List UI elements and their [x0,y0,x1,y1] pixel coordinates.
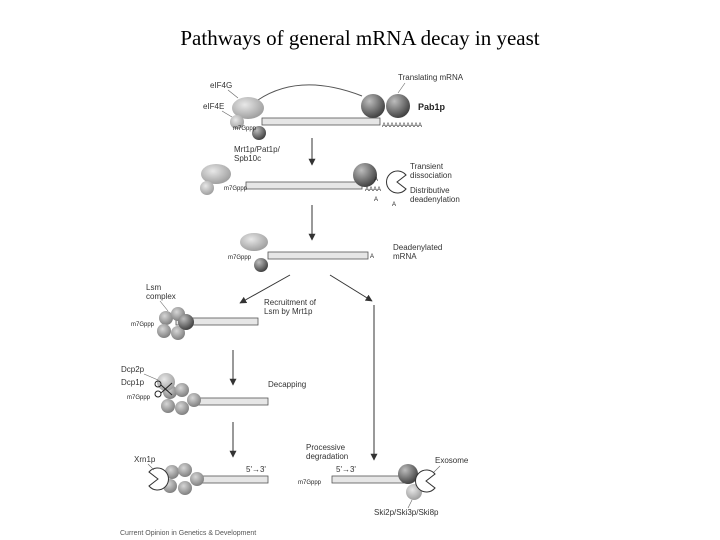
eif4g-protein [232,97,264,119]
transient-label-line1: Transient [410,162,444,171]
lsm-ring-6a [165,465,179,479]
mrna-strand-5 [195,397,269,406]
pab1p-protein-a [361,94,385,118]
lsm-ring-5c [161,399,175,413]
polya-tail-label: AAAAAAAAAA [382,123,422,129]
transient-label-line2: dissociation [410,171,452,180]
mrna-strand-1 [261,117,381,126]
deadenylated-label-line2: mRNA [393,252,417,261]
distributive-label-line1: Distributive [410,186,450,195]
exosome-cofactor-top [398,464,418,484]
arrow-branch-right [329,274,373,302]
exosome-pacman [415,469,436,493]
single-a-mark: A [370,254,374,260]
pab1p-label: Pab1p [418,102,446,112]
deadenylated-label-line1: Deadenylated [393,243,442,252]
cap-label-4: m7Gppp [131,322,155,328]
lsm-label-line1: Lsm [146,283,161,292]
recruitment-label-line2: Lsm by Mrt1p [264,307,313,316]
xrn1p-label: Xrn1p [134,455,156,464]
processive-label-line1: Processive [306,443,346,452]
lsm-ring-4 [171,326,185,340]
dcp2p-label: Dcp2p [121,365,145,374]
cap-label-1: m7Gppp [233,126,257,132]
mrna-strand-2 [245,181,363,190]
released-a-mark-1: A [374,177,378,183]
source-caption: Current Opinion in Genetics & Developmen… [120,530,256,537]
cap-label-3: m7Gppp [228,255,252,261]
deadenylase-pacman [386,170,407,194]
lsm-ring-3 [157,324,171,338]
lsm-ring-5b [175,383,189,397]
eif4e-label: eIF4E [203,102,224,111]
lsm-label-line2: complex [146,292,176,301]
scissors-icon [154,380,173,398]
cap-label-7: m7Gppp [298,480,322,486]
step-deadenylated: m7Gppp A Deadenylated mRNA [228,233,442,272]
factors-label-line2: Spb10c [234,154,261,163]
mrt1p-protein-4 [178,314,194,330]
xrn1p-pacman [148,467,169,491]
step-deadenylation: m7Gppp AAAA A A A Transient dissociation… [200,162,460,208]
lsm-ring-6e [190,472,204,486]
exosome-label: Exosome [435,456,469,465]
lsm-ring-1 [159,311,173,325]
short-tail-label: AAAA [365,187,381,193]
cap-label-5: m7Gppp [127,395,151,401]
mrna-strand-7 [331,475,405,484]
step-lsm-recruitment: Lsm complex m7Gppp Recruitment of Lsm by… [131,283,317,340]
eif4g-label: eIF4G [210,81,232,90]
step-exosome-degradation: 5'→3' m7Gppp Exosome Ski2p/Ski3p/Ski8p [298,456,469,517]
pab1p-protein-b [386,94,410,118]
mrna-strand-3 [267,251,369,260]
ski-label: Ski2p/Ski3p/Ski8p [374,508,439,517]
distributive-label-line2: deadenylation [410,195,460,204]
mrna-strand-6 [195,475,269,484]
mrna-strand-4 [175,317,259,326]
eif4e-protein [230,115,244,129]
closed-loop-arc [257,84,363,101]
eif4g-protein-2 [201,164,231,184]
translating-mrna-label: Translating mRNA [398,73,464,82]
dcp1p-label: Dcp1p [121,378,145,387]
decapping-label: Decapping [268,380,306,389]
step-decapping: Dcp2p Dcp1p m7Gppp Decapping [121,365,306,415]
eif4e-protein-2 [200,181,214,195]
processive-label-line2: degradation [306,452,348,461]
released-a-mark-2: A [374,197,378,203]
mrt1p-protein-3 [254,258,268,272]
cap-label-2: m7Gppp [224,186,248,192]
page-title: Pathways of general mRNA decay in yeast [180,26,540,50]
dcp-protein [157,373,175,391]
lsm-ring-5d [175,401,189,415]
step-5to3-degradation: Xrn1p 5'→3' Processive degradation [134,443,348,495]
step-translating-mrna: eIF4G eIF4E m7Gppp Translating mRNA Pab1… [203,73,464,163]
released-a-mark-3: A [392,202,396,208]
arrow-branch-left [239,274,291,304]
direction-5to3-left: 5'→3' [246,465,266,474]
lsm-ring-6d [178,481,192,495]
factors-label-line1: Mrt1p/Pat1p/ [234,145,281,154]
lsm-ring-5e [187,393,201,407]
recruitment-label-line1: Recruitment of [264,298,317,307]
lsm-ring-6b [178,463,192,477]
direction-5to3-right: 5'→3' [336,465,356,474]
mrt1p-protein [252,126,266,140]
eif4g-protein-3 [240,233,268,251]
pab1p-dissociating [353,163,377,187]
